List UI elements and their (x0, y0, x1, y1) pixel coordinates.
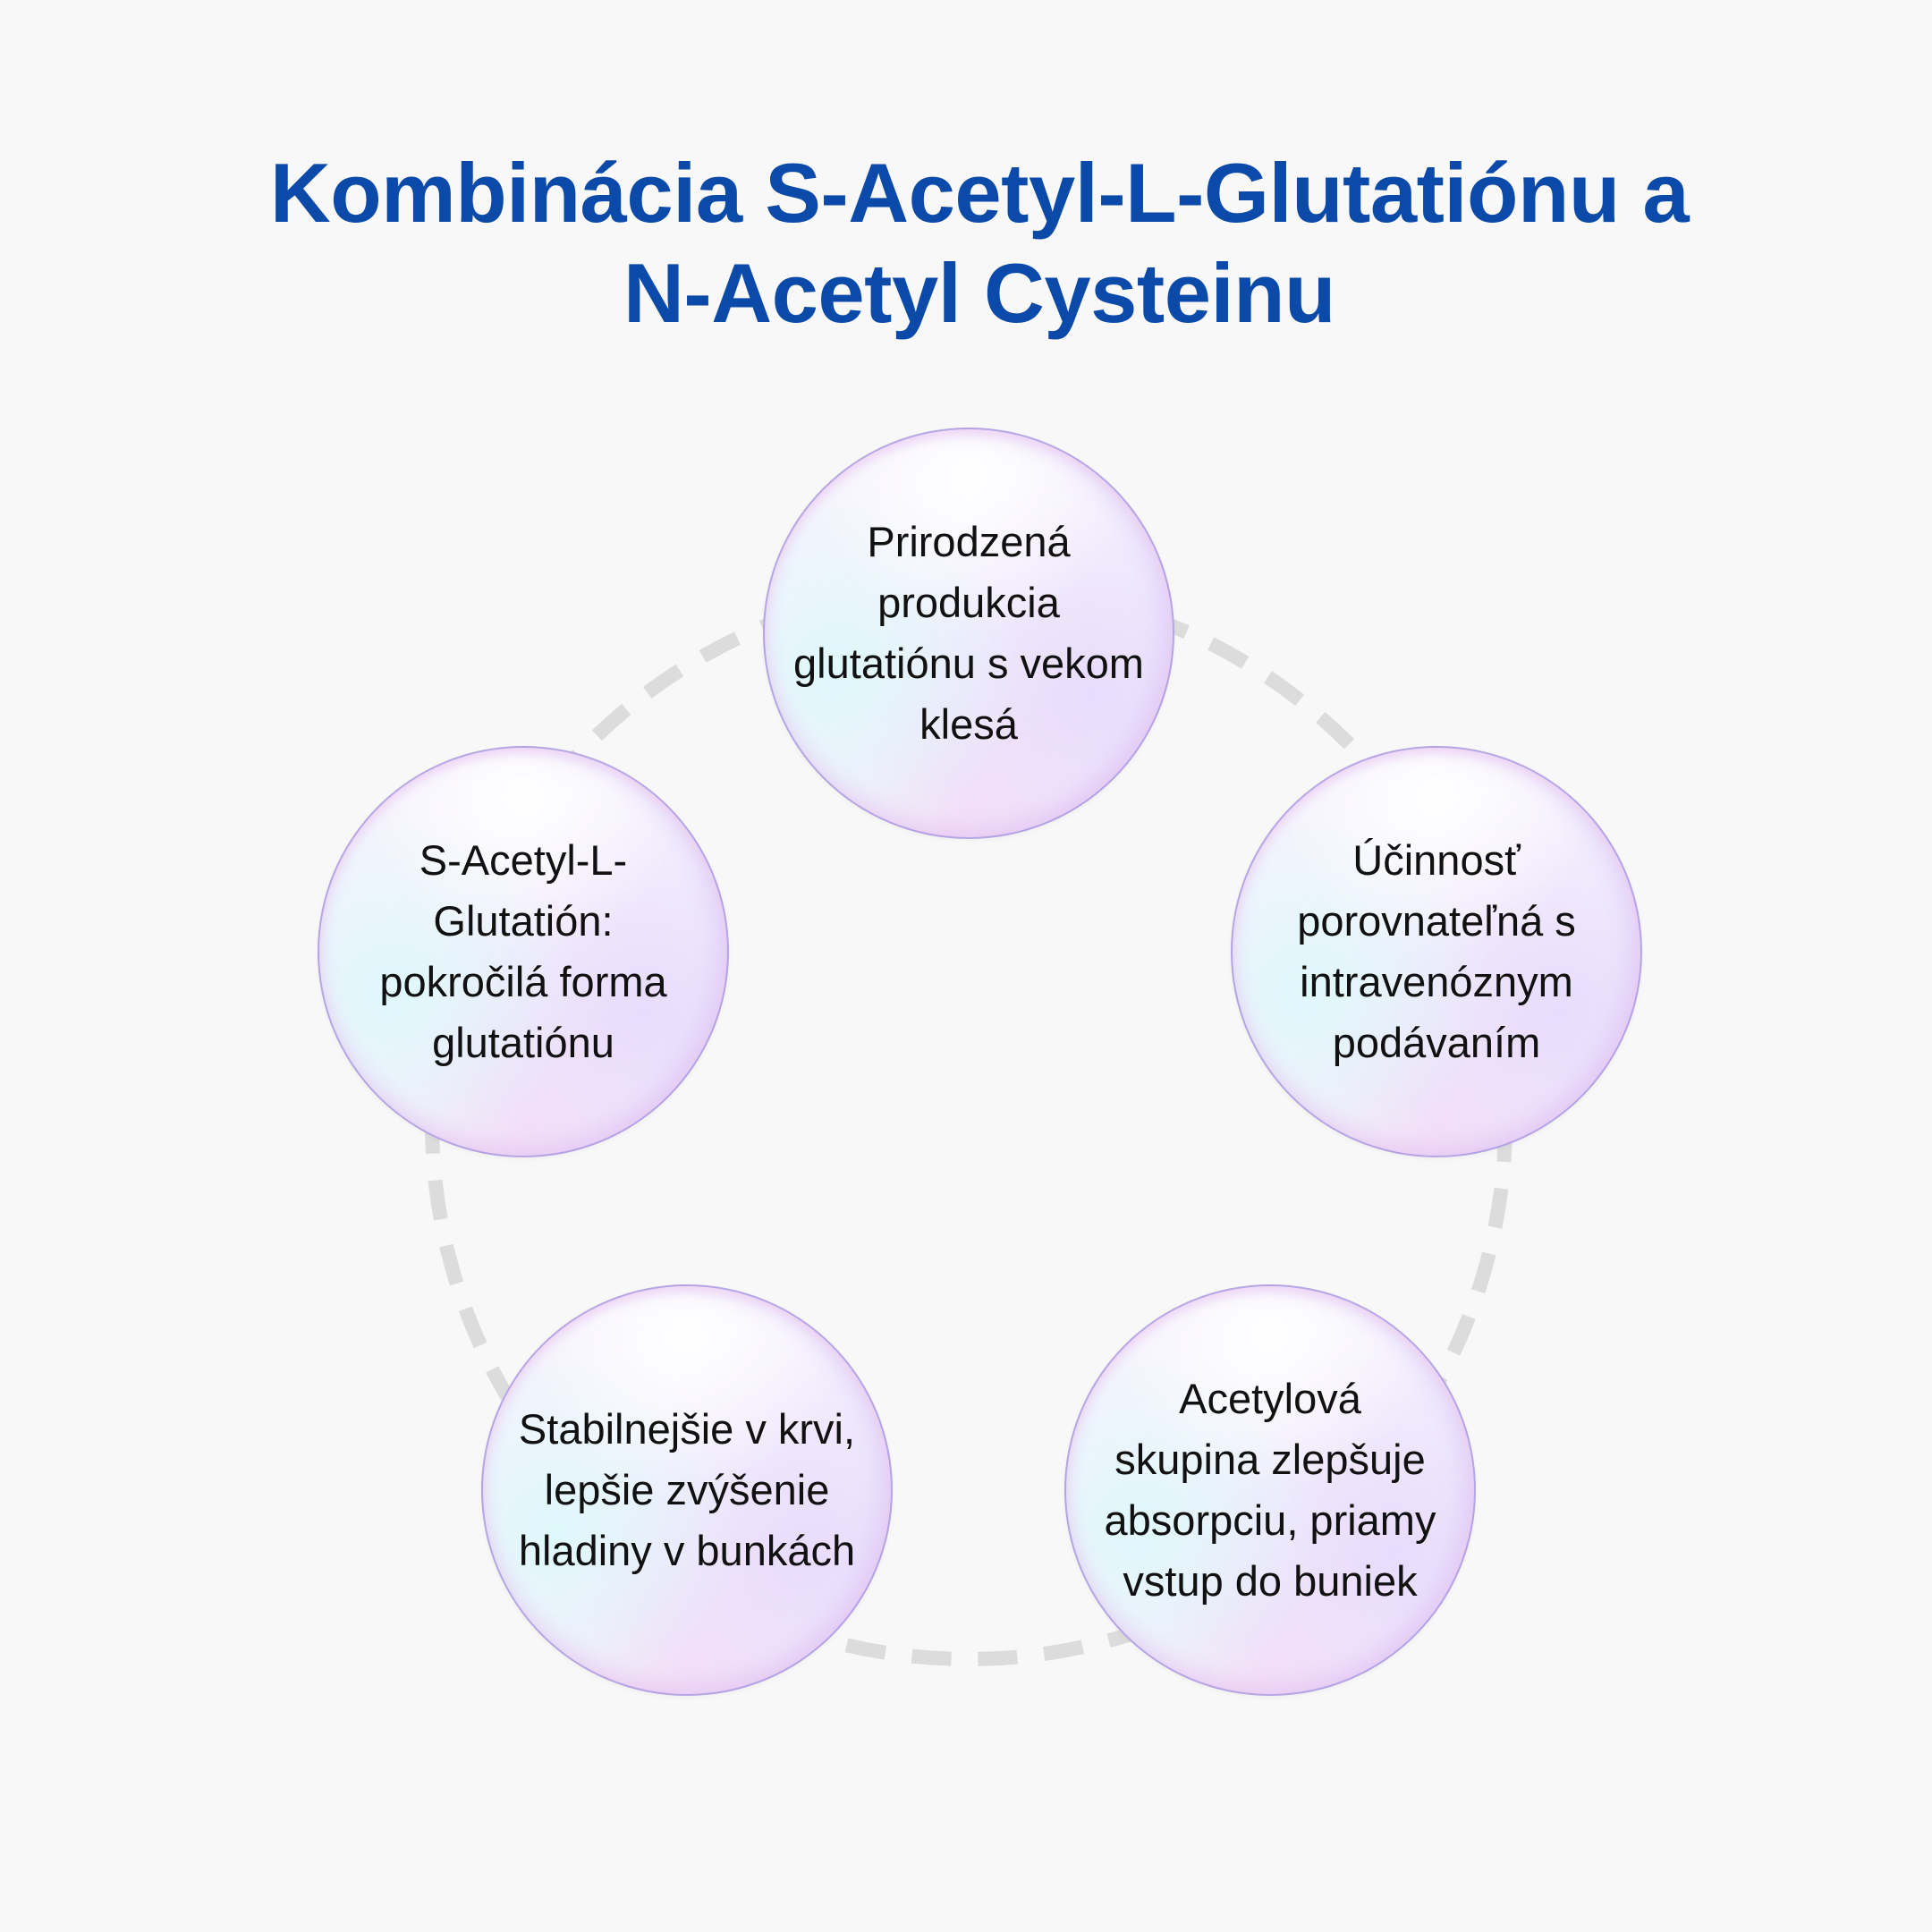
cycle-node-efficacy: Účinnosť porovnateľná s intravenóznym po… (1231, 746, 1642, 1157)
node-text-line: Glutatión: (433, 897, 614, 945)
node-text-line: skupina zlepšuje (1114, 1436, 1426, 1483)
node-text-line: porovnateľná s (1297, 897, 1576, 945)
cycle-node-acetyl-group: Acetylová skupina zlepšuje absorpciu, pr… (1064, 1284, 1476, 1696)
node-text: S-Acetyl-L- Glutatión: pokročilá forma g… (326, 830, 720, 1073)
node-text-line: Prirodzená (867, 518, 1071, 565)
node-text: Acetylová skupina zlepšuje absorpciu, pr… (1073, 1368, 1467, 1612)
node-text-line: pokročilá forma (379, 958, 667, 1005)
node-text-line: S-Acetyl-L- (419, 836, 628, 884)
node-text-line: intravenóznym (1300, 958, 1573, 1005)
node-text-line: vstup do buniek (1123, 1557, 1418, 1605)
node-text-line: Stabilnejšie v krvi, (518, 1405, 856, 1453)
node-text-line: absorpciu, priamy (1104, 1496, 1436, 1544)
title-line-2: N-Acetyl Cysteinu (623, 246, 1335, 340)
cycle-node-stability: Stabilnejšie v krvi, lepšie zvýšenie hla… (481, 1284, 893, 1696)
node-text-line: glutatiónu (432, 1019, 614, 1066)
node-text-line: Účinnosť (1352, 836, 1521, 884)
node-text-line: lepšie zvýšenie (544, 1466, 830, 1513)
node-text-line: Acetylová (1179, 1375, 1361, 1422)
cycle-node-advanced-form: S-Acetyl-L- Glutatión: pokročilá forma g… (318, 746, 729, 1157)
node-text-line: hladiny v bunkách (518, 1527, 856, 1574)
node-text-line: produkcia (877, 579, 1060, 626)
node-text-line: podávaním (1332, 1019, 1541, 1066)
node-text: Prirodzená produkcia glutatiónu s vekom … (772, 512, 1165, 755)
node-text: Stabilnejšie v krvi, lepšie zvýšenie hla… (490, 1399, 884, 1581)
node-text: Účinnosť porovnateľná s intravenóznym po… (1240, 830, 1633, 1073)
node-text-line: klesá (919, 700, 1018, 748)
node-text-line: glutatiónu s vekom (793, 640, 1144, 687)
cycle-node-natural-production: Prirodzená produkcia glutatiónu s vekom … (763, 428, 1174, 839)
title-line-1: Kombinácia S-Acetyl-L-Glutatiónu a (269, 146, 1690, 240)
diagram-title: Kombinácia S-Acetyl-L-Glutatiónu a N-Ace… (179, 143, 1780, 343)
